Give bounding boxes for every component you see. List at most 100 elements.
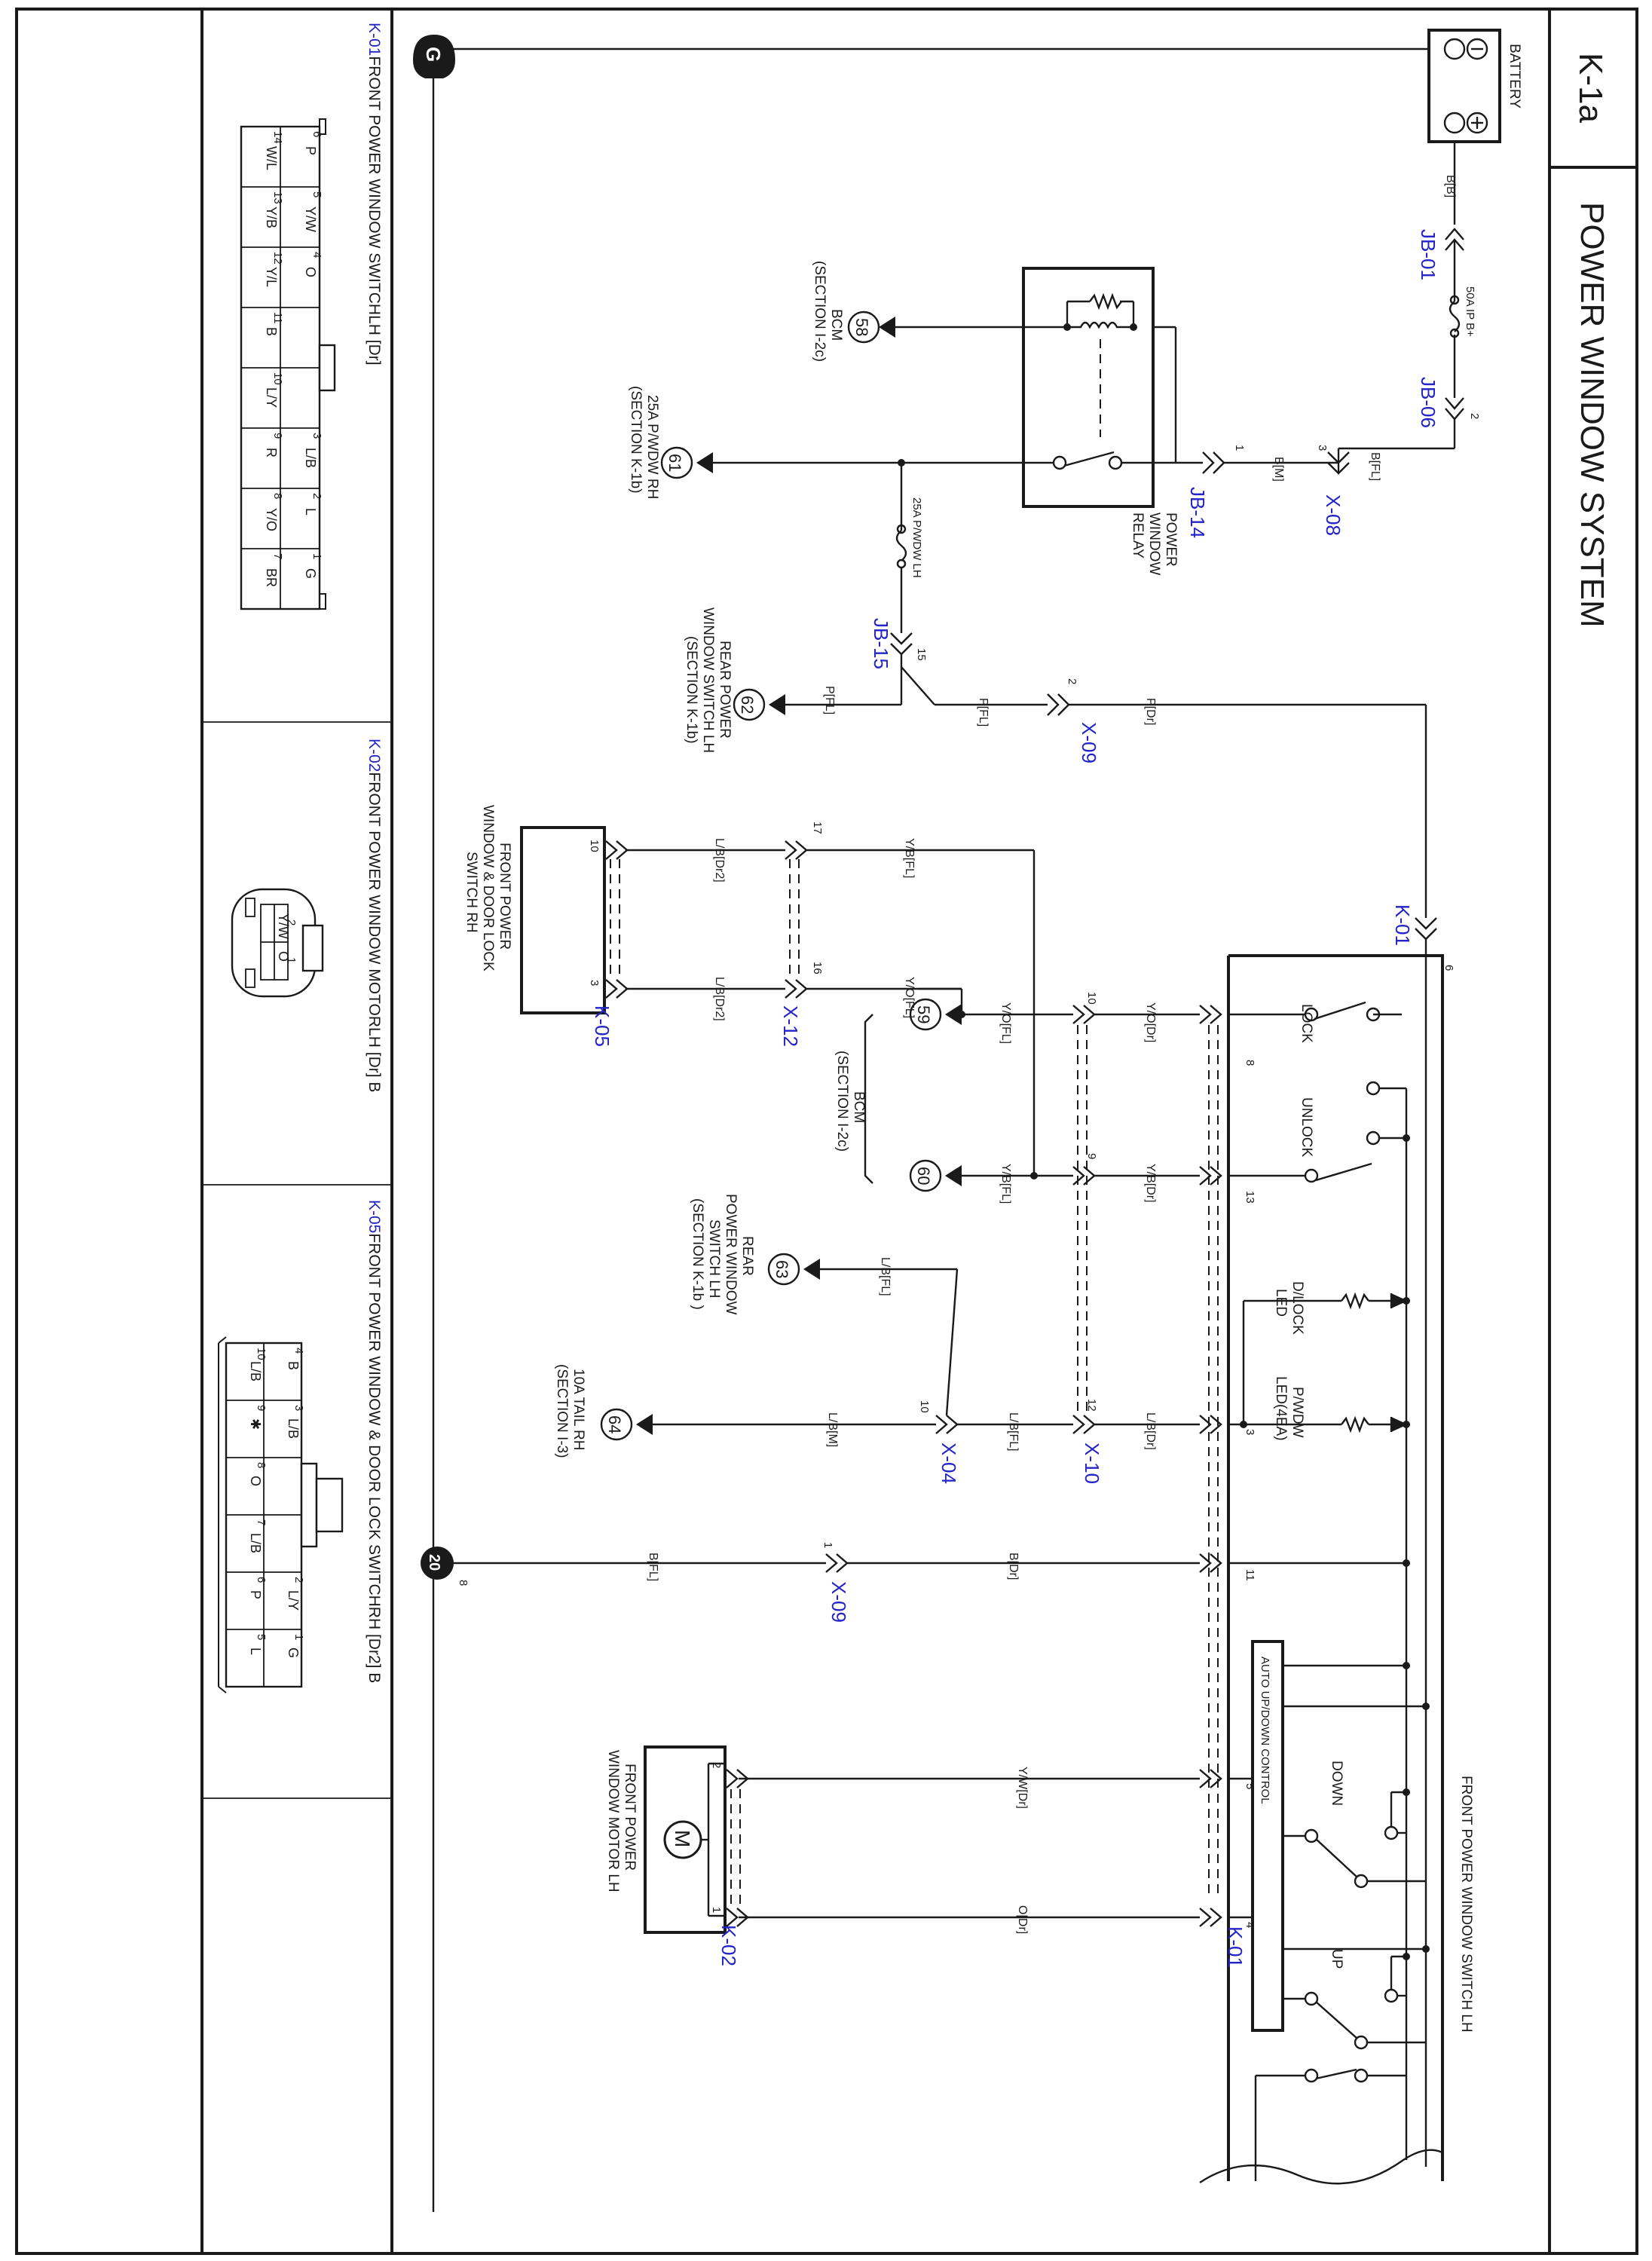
- ref-64: [600, 1408, 633, 1441]
- svg-text:Y/B[Dr]: Y/B[Dr]: [1144, 1164, 1157, 1203]
- battery-label: BATTERY: [1507, 44, 1522, 109]
- svg-text:58: 58: [852, 318, 871, 336]
- svg-text:O[Dr]: O[Dr]: [1016, 1905, 1029, 1934]
- svg-text:6: 6: [1442, 965, 1455, 971]
- label-dlock: D/LOCK: [1289, 1281, 1305, 1335]
- pin-jb06: 2: [1468, 413, 1481, 419]
- pin-color: L/B: [303, 448, 318, 468]
- conn-x10: X-10: [1081, 1443, 1103, 1484]
- svg-text:B[Dr]: B[Dr]: [1007, 1553, 1020, 1580]
- front-power-window-motor-lh: M 2 1 K-02 FRONT POWER WINDOW MOTOR LH: [605, 1745, 749, 1966]
- conn-jb06: JB-06: [1417, 377, 1439, 428]
- ref-64-label: 10A TAIL RH: [571, 1369, 586, 1450]
- conn-k02: K-02: [717, 1925, 740, 1966]
- pin-number: 5: [255, 1634, 268, 1640]
- svg-text:L/B[M]: L/B[M]: [826, 1412, 839, 1447]
- wire-b-m: B[M]: [1272, 457, 1285, 482]
- pin-number: 8: [271, 493, 284, 499]
- pin-color: B: [286, 1361, 301, 1370]
- svg-text:POWER WINDOW: POWER WINDOW: [723, 1194, 739, 1314]
- conn-k01-top: K-01: [1391, 904, 1414, 946]
- svg-text:(SECTION I-2c): (SECTION I-2c): [834, 1051, 850, 1152]
- conn-k01-bottom: K-01: [1224, 1926, 1247, 1968]
- svg-text:4: 4: [1244, 1922, 1256, 1928]
- label-down: DOWN: [1329, 1761, 1345, 1806]
- svg-text:Y/B[FL]: Y/B[FL]: [903, 838, 916, 878]
- svg-text:(SECTION I-3): (SECTION I-3): [554, 1364, 570, 1458]
- pin-number: 4: [292, 1348, 305, 1354]
- svg-text:B[FL]: B[FL]: [647, 1553, 659, 1581]
- svg-text:WINDOW: WINDOW: [1146, 512, 1162, 575]
- pin-color: L/Y: [286, 1590, 301, 1611]
- svg-text:L/B[FL]: L/B[FL]: [1007, 1412, 1020, 1452]
- power-window-relay: POWER WINDOW RELAY: [1022, 267, 1203, 575]
- svg-text:5: 5: [1244, 1783, 1256, 1789]
- pin-number: 14: [271, 131, 284, 144]
- pin-color: W/L: [264, 146, 279, 170]
- svg-text:G: G: [422, 47, 445, 62]
- page-code: K-1a: [1572, 53, 1609, 123]
- svg-text:LED(4EA): LED(4EA): [1273, 1376, 1289, 1441]
- svg-text:(SECTION K-1b): (SECTION K-1b): [684, 636, 699, 744]
- pin-number: 2: [292, 1577, 305, 1583]
- svg-text:63: 63: [772, 1260, 791, 1278]
- pin-color: BR: [264, 568, 279, 587]
- conn-x09-b: X-09: [828, 1581, 850, 1623]
- ref-59: [909, 998, 942, 1031]
- pin-color: Y/L: [264, 267, 279, 287]
- label-unlock: UNLOCK: [1299, 1097, 1314, 1158]
- label-pwdw: P/WDW: [1289, 1387, 1305, 1438]
- svg-text:60: 60: [914, 1167, 933, 1185]
- label-auto-updown: AUTO UP/DOWN CONTROL: [1259, 1657, 1271, 1804]
- ref-58-label: BCM: [828, 309, 844, 341]
- svg-text:20: 20: [426, 1554, 442, 1571]
- bcm-59-60-label: BCM: [851, 1091, 867, 1123]
- svg-text:12: 12: [1085, 1399, 1098, 1412]
- ref-61-section: (SECTION K-1b): [628, 386, 644, 494]
- pin-number: 6: [311, 131, 323, 137]
- svg-text:10: 10: [1085, 992, 1098, 1005]
- svg-text:Y/W[Dr]: Y/W[Dr]: [1016, 1767, 1029, 1809]
- battery: BATTERY: [1427, 29, 1522, 143]
- pin-number: 13: [271, 191, 284, 204]
- svg-text:Y/O[FL]: Y/O[FL]: [903, 977, 916, 1018]
- svg-text:LED: LED: [1273, 1289, 1289, 1317]
- pin-number: 7: [271, 553, 284, 559]
- pin-color: L: [303, 508, 318, 516]
- svg-text:POWER: POWER: [1163, 512, 1179, 567]
- pin-number: 7: [255, 1519, 268, 1525]
- svg-text:L/B[Dr2]: L/B[Dr2]: [713, 838, 726, 883]
- pin-color: Y/W: [303, 207, 318, 232]
- pin-color: P: [248, 1590, 263, 1599]
- svg-text:1: 1: [710, 1907, 723, 1913]
- pin-color: G: [303, 568, 318, 579]
- pin-color: ✱: [248, 1418, 263, 1430]
- conn-k05: K-05: [591, 1005, 613, 1047]
- pin-jb14: 1: [1233, 445, 1246, 451]
- wire-b-fl: B[FL]: [1369, 452, 1381, 481]
- wire-battery: B[B]: [1444, 175, 1457, 197]
- svg-text:8: 8: [1244, 1060, 1256, 1066]
- svg-text:L/B[Dr]: L/B[Dr]: [1144, 1412, 1157, 1450]
- ref-62: [733, 688, 766, 721]
- pin-number: 1: [292, 1634, 305, 1640]
- ref-58: [847, 311, 880, 344]
- page-frame: [15, 8, 1638, 2255]
- svg-text:2: 2: [1066, 678, 1078, 684]
- svg-text:WINDOW SWITCH LH: WINDOW SWITCH LH: [700, 607, 716, 753]
- pin-number: 1: [311, 553, 323, 559]
- svg-text:61: 61: [665, 454, 684, 472]
- pin-x08: 3: [1316, 445, 1329, 451]
- svg-text:17: 17: [811, 821, 824, 834]
- svg-text:WINDOW & DOOR LOCK: WINDOW & DOOR LOCK: [480, 805, 496, 971]
- ground-20-icon: [421, 1547, 454, 1580]
- pin-color: R: [264, 448, 279, 457]
- pin-number: 2: [311, 493, 323, 499]
- pin-number: 11: [271, 312, 284, 324]
- pin-color: O: [303, 267, 318, 277]
- pin-color: B: [264, 327, 279, 336]
- pin-number: 9: [271, 433, 284, 439]
- pin-number: 10: [271, 372, 284, 385]
- ref-62-label: REAR POWER: [717, 641, 733, 739]
- svg-text:K-01FRONT POWER WINDOW SWITCHL: K-01FRONT POWER WINDOW SWITCHLH [Dr]: [366, 23, 383, 366]
